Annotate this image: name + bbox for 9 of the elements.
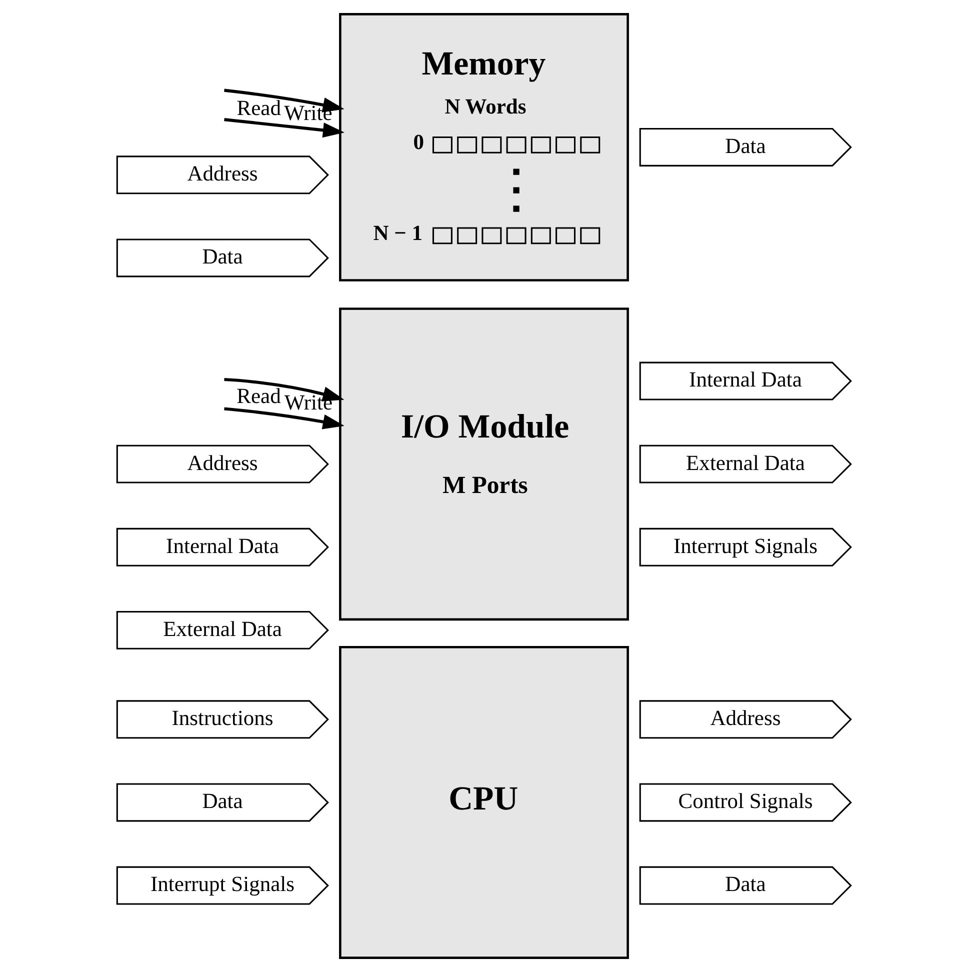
edge-label: Read <box>236 384 281 408</box>
edge-label: Read <box>236 96 281 120</box>
node-box: Memory N Words 0 N − 1 <box>339 13 629 282</box>
arrow <box>224 88 344 112</box>
arrow <box>224 407 344 430</box>
node-box: CPU <box>339 646 629 959</box>
arrow <box>224 378 344 402</box>
arrow <box>224 118 345 138</box>
node-box: I/O Module M Ports <box>339 308 629 621</box>
